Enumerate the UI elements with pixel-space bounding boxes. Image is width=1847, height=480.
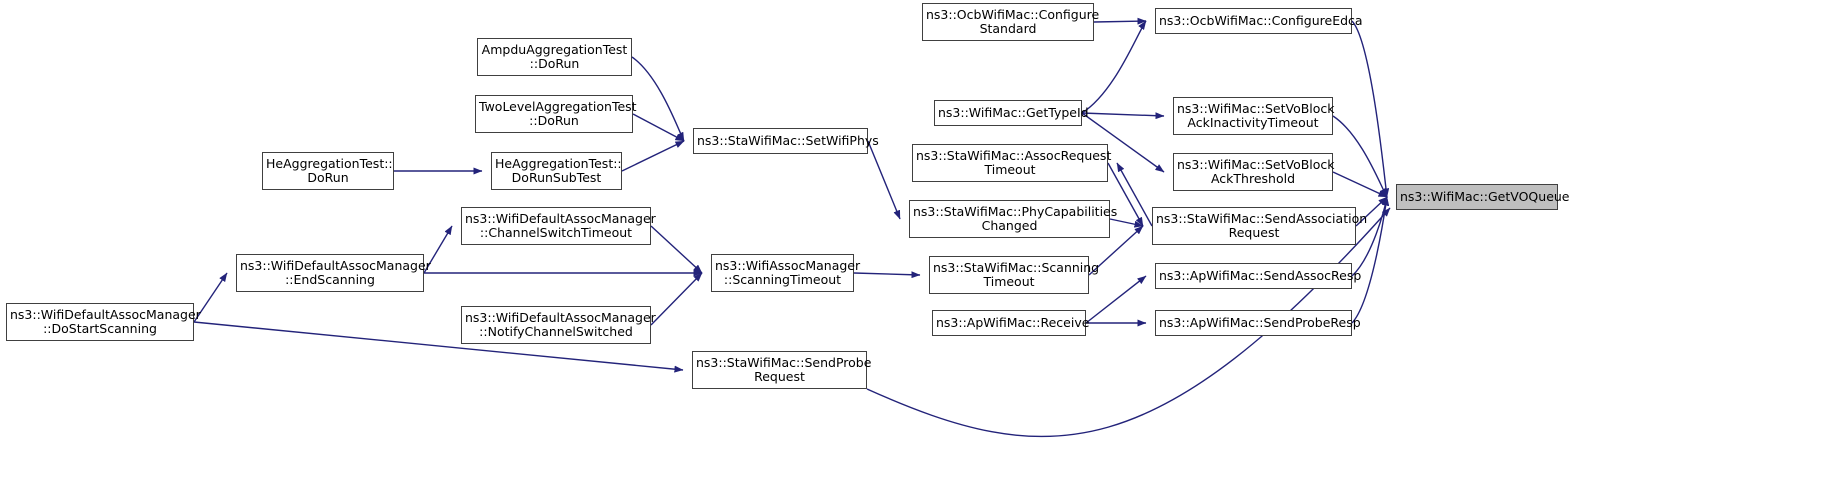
graph-node-ns3-wifimac-getvoqueue[interactable]: ns3::WifiMac::GetVOQueue (1396, 184, 1570, 210)
edge-ns3-apwifimac-sendassocresp-to-ns3-wifimac-getvoqueue (1351, 196, 1389, 277)
graph-node-label: ns3::WifiMac::GetVOQueue (1400, 188, 1570, 204)
graph-node-ns3-ocbwifimac-configureedca[interactable]: ns3::OcbWifiMac::ConfigureEdca (1155, 8, 1363, 34)
graph-node-label: ns3::StaWifiMac::AssocRequest Timeout (916, 147, 1112, 177)
graph-node-label: ns3::WifiMac::GetTypeId (938, 104, 1089, 120)
edge-ns3-wifidefaultassocmanager-channelswitchtimeout-to-ns3-wifiassocmanager-scanningtimeout (650, 225, 703, 274)
edge-ns3-wifiassocmanager-scanningtimeout-to-ns3-stawifimac-scanning-timeout (853, 271, 921, 279)
graph-node-ns3-wifidefaultassocmanager-dostartscanning[interactable]: ns3::WifiDefaultAssocManager ::DoStartSc… (6, 303, 201, 341)
graph-node-ns3-apwifimac-sendassocresp[interactable]: ns3::ApWifiMac::SendAssocResp (1155, 263, 1362, 289)
graph-node-ns3-wifiassocmanager-scanningtimeout[interactable]: ns3::WifiAssocManager ::ScanningTimeout (711, 254, 861, 292)
graph-node-label: ns3::StaWifiMac::Scanning Timeout (933, 259, 1100, 289)
edge-ns3-wifimac-setvoblock-ackinactivitytimeout-to-ns3-wifimac-getvoqueue (1332, 115, 1388, 198)
graph-node-label: ns3::OcbWifiMac::ConfigureEdca (1159, 12, 1363, 28)
edge-ns3-apwifimac-receive-to-ns3-apwifimac-sendassocresp (1085, 275, 1147, 324)
graph-node-label: ns3::WifiAssocManager ::ScanningTimeout (715, 257, 861, 287)
graph-node-label: ns3::StaWifiMac::SendAssociation Request (1156, 210, 1368, 240)
graph-node-label: TwoLevelAggregationTest ::DoRun (479, 98, 637, 128)
graph-node-label: ns3::ApWifiMac::SendProbeResp (1159, 314, 1361, 330)
edge-ns3-ocbwifimac-configureedca-to-ns3-wifimac-getvoqueue (1351, 20, 1390, 198)
edge-ns3-wifimac-gettypeid-to-ns3-wifimac-setvoblock-ackinactivitytimeout (1081, 112, 1165, 120)
edge-ns3-stawifimac-sendassociation-request-to-ns3-stawifimac-assocrequest-timeout (1116, 162, 1153, 227)
graph-node-label: ns3::StaWifiMac::SetWifiPhys (697, 132, 879, 148)
graph-node-ns3-stawifimac-assocrequest-timeout[interactable]: ns3::StaWifiMac::AssocRequest Timeout (912, 144, 1112, 182)
graph-node-ns3-ocbwifimac-configure-standard[interactable]: ns3::OcbWifiMac::Configure Standard (922, 3, 1100, 41)
graph-node-ns3-stawifimac-setwifiphys[interactable]: ns3::StaWifiMac::SetWifiPhys (693, 128, 879, 154)
graph-node-heaggregationtest-dorun[interactable]: HeAggregationTest:: DoRun (262, 152, 394, 190)
edge-ampduaggregationtest-dorun-to-ns3-stawifimac-setwifiphys (631, 56, 685, 142)
graph-node-ns3-apwifimac-receive[interactable]: ns3::ApWifiMac::Receive (932, 310, 1090, 336)
edge-ns3-stawifimac-setwifiphys-to-ns3-stawifimac-phycapabilities-changed (867, 140, 901, 220)
graph-node-ns3-stawifimac-sendprobe-request[interactable]: ns3::StaWifiMac::SendProbe Request (692, 351, 872, 389)
graph-node-label: ns3::OcbWifiMac::Configure Standard (926, 6, 1100, 36)
graph-node-label: AmpduAggregationTest ::DoRun (481, 41, 628, 71)
graph-node-label: ns3::WifiDefaultAssocManager ::NotifyCha… (465, 309, 656, 339)
graph-node-label: ns3::WifiDefaultAssocManager ::ChannelSw… (465, 210, 656, 240)
edge-ns3-stawifimac-phycapabilities-changed-to-ns3-stawifimac-sendassociation-request (1109, 218, 1144, 228)
graph-node-label: HeAggregationTest:: DoRun (266, 155, 393, 185)
graph-node-heaggregationtest-dorunsubtest[interactable]: HeAggregationTest:: DoRunSubTest (491, 152, 622, 190)
edge-ns3-wifidefaultassocmanager-notifychannelswitched-to-ns3-wifiassocmanager-scanningtimeout (650, 272, 703, 326)
graph-node-ns3-wifimac-setvoblock-ackthreshold[interactable]: ns3::WifiMac::SetVoBlock AckThreshold (1173, 153, 1335, 191)
edge-twolevelaggregationtest-dorun-to-ns3-stawifimac-setwifiphys (632, 113, 685, 142)
graph-node-label: ns3::ApWifiMac::Receive (936, 314, 1090, 330)
edge-ns3-ocbwifimac-configure-standard-to-ns3-ocbwifimac-configureedca (1093, 17, 1147, 25)
graph-node-ns3-stawifimac-phycapabilities-changed[interactable]: ns3::StaWifiMac::PhyCapabilities Changed (909, 200, 1118, 238)
graph-node-ns3-wifimac-gettypeid[interactable]: ns3::WifiMac::GetTypeId (934, 100, 1089, 126)
graph-node-label: ns3::WifiDefaultAssocManager ::EndScanni… (240, 257, 431, 287)
graph-node-label: ns3::WifiMac::SetVoBlock AckThreshold (1177, 156, 1335, 186)
graph-node-label: ns3::StaWifiMac::SendProbe Request (696, 354, 872, 384)
graph-node-ns3-wifimac-setvoblock-ackinactivitytimeout[interactable]: ns3::WifiMac::SetVoBlock AckInactivityTi… (1173, 97, 1335, 135)
graph-node-ns3-stawifimac-sendassociation-request[interactable]: ns3::StaWifiMac::SendAssociation Request (1152, 207, 1368, 245)
graph-node-ampduaggregationtest-dorun[interactable]: AmpduAggregationTest ::DoRun (477, 38, 632, 76)
edge-ns3-wifimac-setvoblock-ackthreshold-to-ns3-wifimac-getvoqueue (1332, 171, 1388, 198)
graph-node-label: ns3::WifiDefaultAssocManager ::DoStartSc… (10, 306, 201, 336)
graph-node-label: ns3::WifiMac::SetVoBlock AckInactivityTi… (1177, 100, 1335, 130)
graph-node-twolevelaggregationtest-dorun[interactable]: TwoLevelAggregationTest ::DoRun (475, 95, 637, 133)
graph-node-label: ns3::StaWifiMac::PhyCapabilities Changed (913, 203, 1118, 233)
graph-node-label: ns3::ApWifiMac::SendAssocResp (1159, 267, 1362, 283)
graph-node-label: HeAggregationTest:: DoRunSubTest (495, 155, 622, 185)
graph-node-ns3-wifidefaultassocmanager-endscanning[interactable]: ns3::WifiDefaultAssocManager ::EndScanni… (236, 254, 431, 292)
edge-heaggregationtest-dorunsubtest-to-ns3-stawifimac-setwifiphys (621, 140, 685, 172)
graph-node-ns3-wifidefaultassocmanager-notifychannelswitched[interactable]: ns3::WifiDefaultAssocManager ::NotifyCha… (461, 306, 656, 344)
graph-node-ns3-apwifimac-sendproberesp[interactable]: ns3::ApWifiMac::SendProbeResp (1155, 310, 1361, 336)
graph-node-ns3-wifidefaultassocmanager-channelswitchtimeout[interactable]: ns3::WifiDefaultAssocManager ::ChannelSw… (461, 207, 656, 245)
graph-node-ns3-stawifimac-scanning-timeout[interactable]: ns3::StaWifiMac::Scanning Timeout (929, 256, 1100, 294)
